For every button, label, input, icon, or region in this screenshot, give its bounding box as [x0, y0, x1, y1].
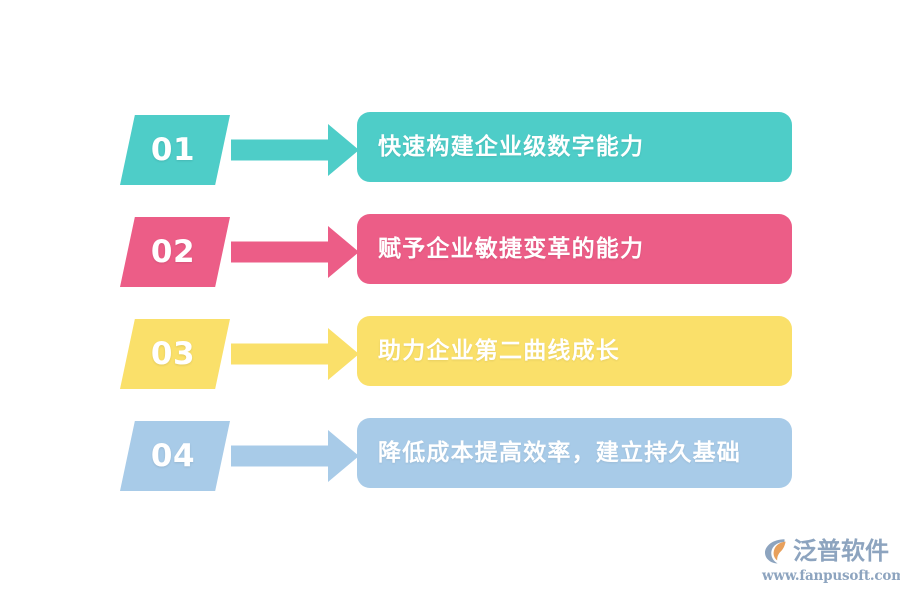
logo-company-name: 泛普软件: [793, 537, 889, 565]
arrow-icon: [231, 421, 359, 491]
step-number-label: 01: [150, 131, 196, 168]
step-label-text: 快速构建企业级数字能力: [378, 133, 645, 160]
arrow-icon: [231, 217, 359, 287]
arrow-icon: [231, 115, 359, 185]
step-number-badge[interactable]: 02: [120, 217, 230, 287]
arrow-icon: [231, 319, 359, 389]
brand-logo[interactable]: 泛普软件 www.fanpusoft.com: [762, 535, 900, 587]
logo-row: 泛普软件: [762, 535, 894, 567]
step-label-text: 降低成本提高效率，建立持久基础: [378, 439, 741, 466]
step-label-box[interactable]: 助力企业第二曲线成长: [357, 316, 792, 386]
step-number-badge[interactable]: 04: [120, 421, 230, 491]
step-label-box[interactable]: 赋予企业敏捷变革的能力: [357, 214, 792, 284]
step-label-box[interactable]: 快速构建企业级数字能力: [357, 112, 792, 182]
infographic-row: 04 降低成本提高效率，建立持久基础: [0, 418, 900, 494]
fanpu-crescent-icon: [762, 536, 792, 566]
infographic-row: 02 赋予企业敏捷变革的能力: [0, 214, 900, 290]
step-number-badge[interactable]: 03: [120, 319, 230, 389]
step-label-text: 助力企业第二曲线成长: [378, 337, 620, 364]
infographic-row: 01 快速构建企业级数字能力: [0, 112, 900, 188]
logo-website-url: www.fanpusoft.com: [762, 568, 900, 584]
step-number-label: 02: [150, 233, 196, 270]
step-label-text: 赋予企业敏捷变革的能力: [378, 235, 645, 262]
step-number-badge[interactable]: 01: [120, 115, 230, 185]
infographic-row: 03 助力企业第二曲线成长: [0, 316, 900, 392]
step-number-label: 03: [150, 335, 196, 372]
step-number-label: 04: [150, 437, 196, 474]
step-label-box[interactable]: 降低成本提高效率，建立持久基础: [357, 418, 792, 488]
